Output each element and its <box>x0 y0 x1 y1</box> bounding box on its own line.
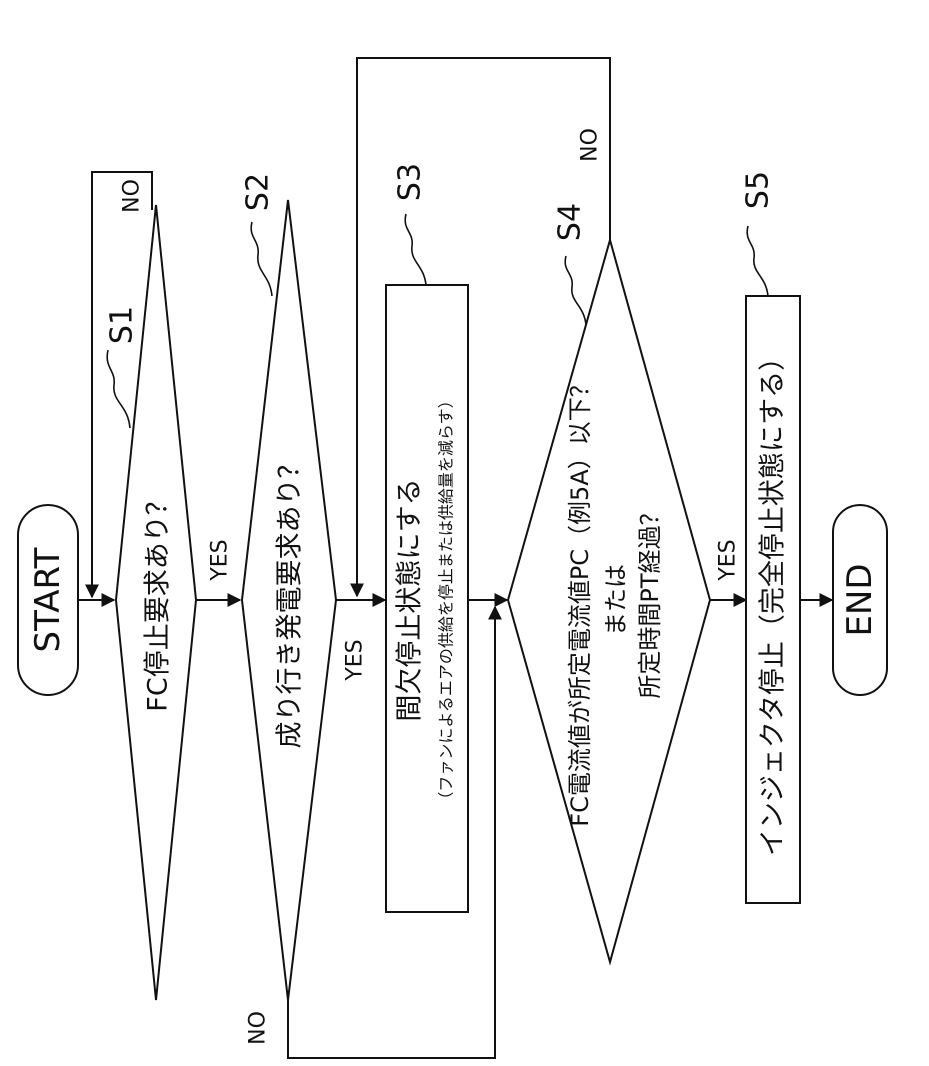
s1-yes-label: YES <box>208 539 233 581</box>
s3-subtitle: （ファンによるエアの供給を停止または供給量を減らす） <box>437 392 456 807</box>
s2-no-label: NO <box>246 1011 271 1045</box>
s5-action: インジェクタ停止（完全停止状態にする） <box>758 344 789 856</box>
s1-no-label: NO <box>120 179 145 213</box>
s4-yes-label: YES <box>716 539 741 581</box>
s1-leader-line <box>107 350 130 428</box>
end-label: END <box>840 563 880 636</box>
s4-no-label: NO <box>578 128 603 162</box>
s4-condition-line2: または <box>602 564 630 636</box>
s2-step-id: S2 <box>241 173 276 211</box>
s3-leader-line <box>405 214 426 285</box>
s4-step-id: S4 <box>553 203 588 241</box>
s1-step-id: S1 <box>105 306 140 344</box>
s1-question: FC停止要求あり？ <box>143 488 174 711</box>
s4-leader-line <box>565 256 586 325</box>
s3-title: 間欠停止状態にする <box>395 478 426 721</box>
start-label: START <box>28 547 68 652</box>
s2-leader-line <box>251 222 272 296</box>
s4-condition-line3: 所定時間PT経過？ <box>636 501 664 698</box>
s2-question: 成り行き発電要求あり？ <box>275 452 306 749</box>
s4-condition-line1: FC電流値が所定電流値PC（例5A）以下？ <box>566 373 594 826</box>
s3-step-id: S3 <box>393 163 428 201</box>
s5-leader-line <box>747 226 768 296</box>
s5-step-id: S5 <box>741 171 776 209</box>
s2-yes-label: YES <box>343 639 368 681</box>
